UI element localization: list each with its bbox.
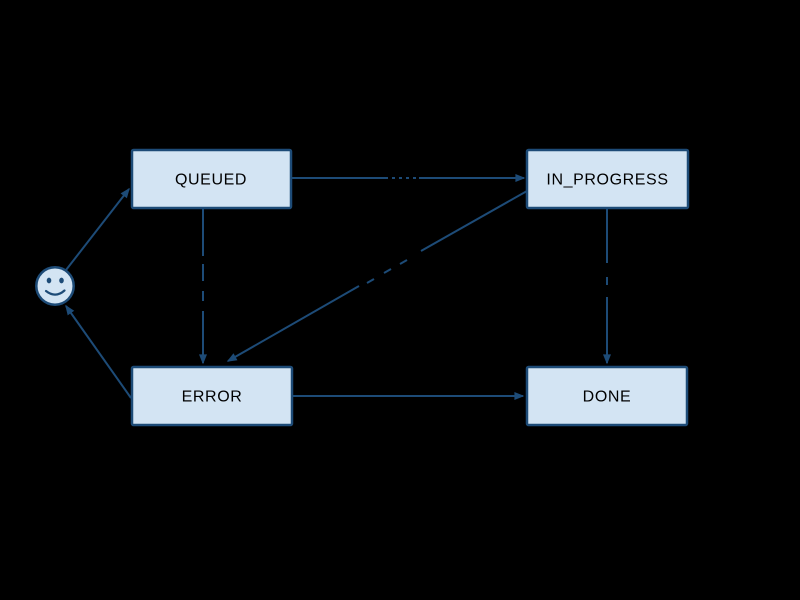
state-box-done xyxy=(525,365,689,427)
edge-in-progress-to-error xyxy=(226,190,528,362)
state-label-queued: QUEUED xyxy=(175,172,247,189)
state-box-queued xyxy=(130,148,293,210)
state-label-error: ERROR xyxy=(182,389,243,406)
smiley-right-eye xyxy=(59,277,64,284)
state-node-in-progress: IN_PROGRESS xyxy=(525,148,690,210)
state-box-in-progress xyxy=(525,148,690,210)
initial-state-node xyxy=(35,266,75,306)
state-label-in-progress: IN_PROGRESS xyxy=(546,172,668,189)
state-box-error xyxy=(130,365,294,427)
state-node-queued: QUEUED xyxy=(130,148,293,210)
edges xyxy=(65,174,611,400)
state-label-done: DONE xyxy=(583,389,632,406)
smiley-mouth xyxy=(44,289,66,296)
smiley-left-eye xyxy=(46,277,52,284)
state-node-done: DONE xyxy=(525,365,689,427)
edge-initial-to-queued xyxy=(65,187,130,271)
state-node-error: ERROR xyxy=(130,365,294,427)
edge-error-to-initial xyxy=(65,304,132,399)
smiley-face-icon xyxy=(35,266,75,306)
